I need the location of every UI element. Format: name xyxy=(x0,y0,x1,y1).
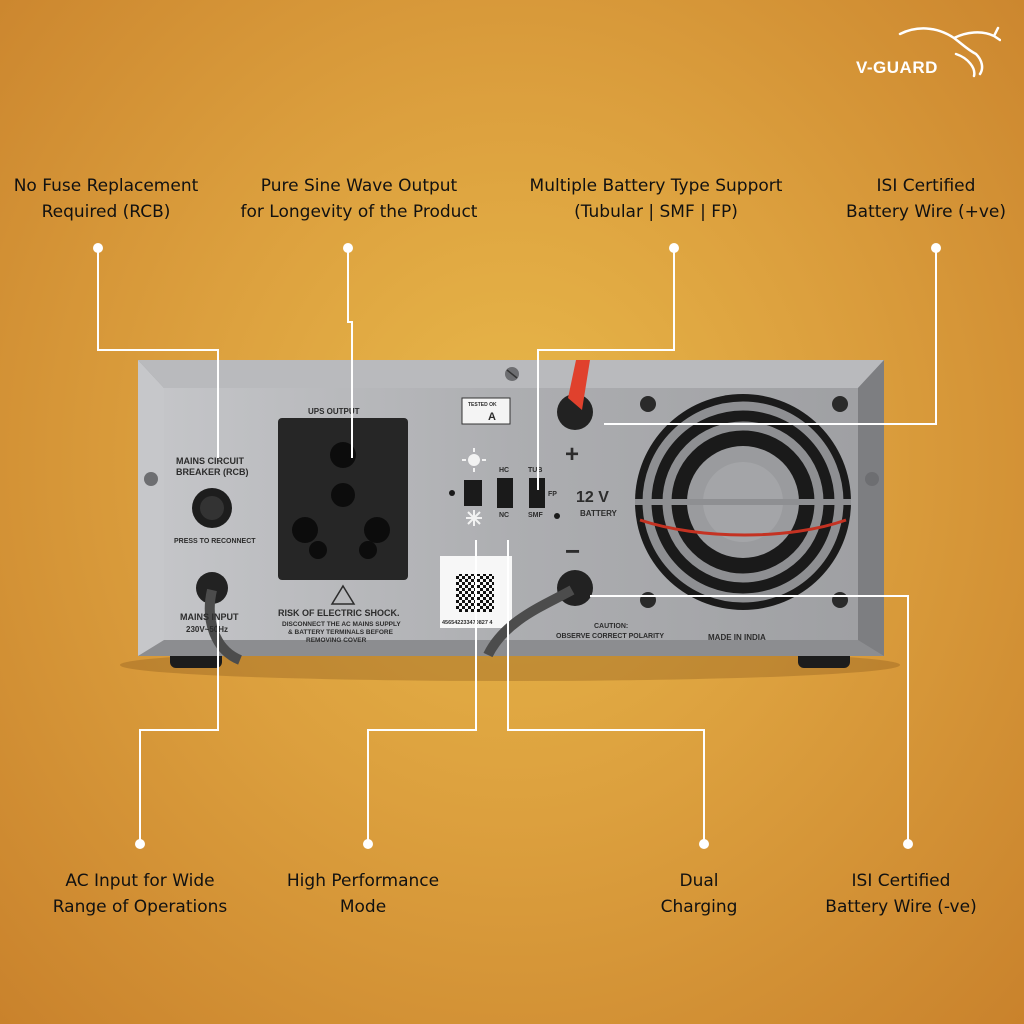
risk-line-2: & BATTERY TERMINALS BEFORE xyxy=(288,629,394,636)
callout-battery-line1: Multiple Battery Type Support xyxy=(529,176,783,196)
press-reconnect-text: PRESS TO RECONNECT xyxy=(174,538,256,545)
callout-positive-line1: ISI Certified xyxy=(876,176,976,196)
nc-text: NC xyxy=(499,512,509,519)
serial-text: 456542233470827 4 xyxy=(442,620,493,626)
plus-sign: + xyxy=(565,441,579,468)
callout-line-rcb xyxy=(97,248,219,458)
callout-line-performance xyxy=(367,540,477,842)
risk-line-3: REMOVING COVER xyxy=(306,637,367,644)
callout-rcb-line2: Required (RCB) xyxy=(41,202,171,222)
callout-ac-line2: Range of Operations xyxy=(52,897,228,917)
grade-text: A xyxy=(488,411,496,423)
brand-name: V-GUARD xyxy=(856,58,938,77)
callout-performance-line2: Mode xyxy=(339,897,387,917)
caution-text: CAUTION: xyxy=(594,623,628,630)
callout-line-battery-type xyxy=(537,248,675,490)
callout-charging-line2: Charging xyxy=(660,897,738,917)
callout-sine-line2: for Longevity of the Product xyxy=(240,202,478,222)
mains-input-text: MAINS INPUT xyxy=(180,612,239,622)
callout-battery-line2: (Tubular | SMF | FP) xyxy=(574,202,738,222)
callout-rcb-line1: No Fuse Replacement xyxy=(13,176,199,196)
fp-text: FP xyxy=(548,491,557,498)
callout-performance-line1: High Performance xyxy=(286,871,440,891)
callout-positive-line2: Battery Wire (+ve) xyxy=(846,202,1006,222)
brand-logo: V-GUARD xyxy=(856,24,1006,84)
voltage-text: 12 V xyxy=(576,489,609,506)
callout-charging-line1: Dual xyxy=(679,871,719,891)
callout-charging: Dual Charging xyxy=(634,868,764,920)
battery-text: BATTERY xyxy=(580,509,618,518)
tub-text: TUB xyxy=(528,467,542,474)
smf-text: SMF xyxy=(528,512,544,519)
normal-mode-star-icon xyxy=(466,510,482,526)
polarity-text: OBSERVE CORRECT POLARITY xyxy=(556,633,664,640)
mains-cb-text-2: BREAKER (RCB) xyxy=(176,467,249,477)
callout-line-charging xyxy=(507,540,705,842)
high-performance-sun-icon xyxy=(462,448,486,472)
tested-ok-text: TESTED OK xyxy=(468,402,497,408)
callout-negative-line2: Battery Wire (-ve) xyxy=(825,897,977,917)
callout-negative-wire: ISI Certified Battery Wire (-ve) xyxy=(806,868,996,920)
hc-text: HC xyxy=(499,467,509,474)
callout-battery-type: Multiple Battery Type Support (Tubular |… xyxy=(516,173,796,225)
risk-line-1: DISCONNECT THE AC MAINS SUPPLY xyxy=(282,621,401,628)
callout-sine-line1: Pure Sine Wave Output xyxy=(260,176,458,196)
callout-performance: High Performance Mode xyxy=(268,868,458,920)
callout-positive-wire: ISI Certified Battery Wire (+ve) xyxy=(838,173,1014,225)
callout-negative-line1: ISI Certified xyxy=(851,871,951,891)
minus-sign: − xyxy=(565,536,580,566)
callout-line-sine xyxy=(347,248,353,458)
callout-line-ac-input xyxy=(139,620,219,842)
risk-title-text: RISK OF ELECTRIC SHOCK. xyxy=(278,608,400,618)
callout-line-minus-wire xyxy=(590,595,909,842)
callout-line-plus-wire xyxy=(604,248,937,425)
mains-rating-text: 230V~50Hz xyxy=(186,625,228,634)
made-in-text: MADE IN INDIA xyxy=(708,633,766,642)
ups-output-text: UPS OUTPUT xyxy=(308,407,360,416)
callout-sine-wave: Pure Sine Wave Output for Longevity of t… xyxy=(228,173,490,225)
callout-ac-line1: AC Input for Wide xyxy=(65,871,215,891)
mains-cb-text-1: MAINS CIRCUIT xyxy=(176,456,244,466)
callout-rcb: No Fuse Replacement Required (RCB) xyxy=(6,173,206,225)
kangaroo-icon xyxy=(898,26,1001,78)
callout-ac-input: AC Input for Wide Range of Operations xyxy=(40,868,240,920)
